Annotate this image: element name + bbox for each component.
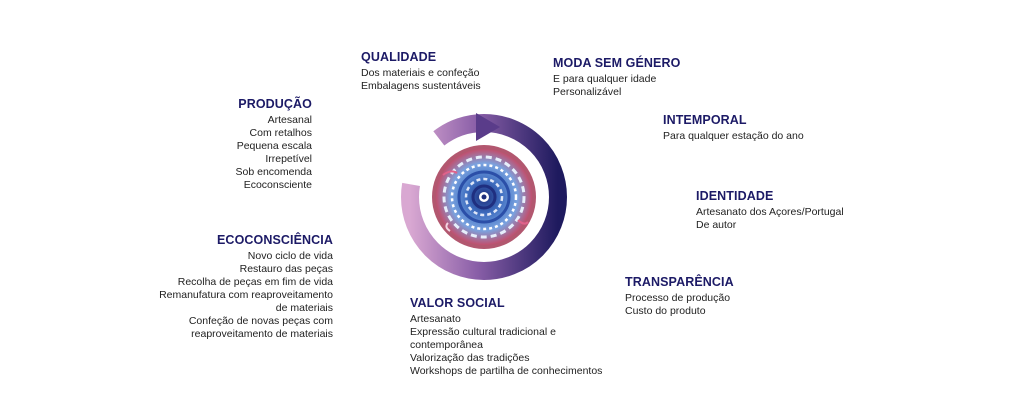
identidade-line: Artesanato dos Açores/Portugal [696, 206, 844, 218]
transparencia-line: Processo de produção [625, 292, 731, 304]
block-qualidade: QUALIDADE Dos materiais e confeção Embal… [361, 50, 481, 93]
qualidade-line: Dos materiais e confeção [361, 67, 480, 79]
block-valor-social: VALOR SOCIAL Artesanato Expressão cultur… [410, 296, 602, 378]
ecoconsciencia-line: Recolha de peças em fim de vida [177, 276, 333, 288]
valor-social-title: VALOR SOCIAL [410, 296, 505, 310]
transparencia-title: TRANSPARÊNCIA [625, 275, 734, 289]
producao-line: Irrepetível [265, 153, 312, 165]
qualidade-line: Embalagens sustentáveis [361, 80, 481, 92]
ecoconsciencia-line: reaproveitamento de materiais [191, 328, 333, 340]
valor-social-line: Expressão cultural tradicional e [410, 326, 556, 338]
producao-line: Com retalhos [249, 127, 312, 139]
block-moda-sem-genero: MODA SEM GÉNERO E para qualquer idade Pe… [553, 56, 680, 99]
identidade-title: IDENTIDADE [696, 189, 774, 203]
block-transparencia: TRANSPARÊNCIA Processo de produção Custo… [625, 275, 734, 318]
ecoconsciencia-line: Confeção de novas peças com [188, 315, 333, 327]
ecoconsciencia-line: Remanufatura com reaproveitamento [159, 289, 333, 301]
woven-rug-icon [432, 145, 536, 249]
valor-social-line: contemporânea [410, 339, 483, 351]
block-producao: PRODUÇÃO Artesanal Com retalhos Pequena … [236, 97, 312, 192]
ecoconsciencia-line: de materiais [275, 302, 333, 314]
block-identidade: IDENTIDADE Artesanato dos Açores/Portuga… [696, 189, 844, 232]
moda-line: E para qualquer idade [553, 73, 657, 85]
intemporal-title: INTEMPORAL [663, 113, 747, 127]
moda-line: Personalizável [553, 86, 622, 98]
valor-social-line: Artesanato [410, 313, 461, 325]
identidade-line: De autor [696, 219, 737, 231]
ecoconsciencia-line: Novo ciclo de vida [247, 250, 333, 262]
ecoconsciencia-title: ECOCONSCIÊNCIA [217, 233, 333, 247]
block-ecoconsciencia: ECOCONSCIÊNCIA Novo ciclo de vida Restau… [159, 233, 333, 341]
arrow-head-icon [476, 113, 500, 141]
transparencia-line: Custo do produto [625, 305, 706, 317]
producao-title: PRODUÇÃO [238, 97, 312, 111]
valor-social-line: Valorização das tradições [410, 352, 530, 364]
ecoconsciencia-line: Restauro das peças [239, 263, 333, 275]
intemporal-line: Para qualquer estação do ano [663, 130, 804, 142]
qualidade-title: QUALIDADE [361, 50, 437, 64]
cycle-arrow-icon [401, 113, 567, 280]
cycle-diagram [388, 105, 580, 285]
block-intemporal: INTEMPORAL Para qualquer estação do ano [663, 113, 804, 143]
producao-line: Ecoconsciente [243, 179, 312, 191]
producao-line: Sob encomenda [235, 166, 312, 178]
producao-line: Artesanal [267, 114, 312, 126]
producao-line: Pequena escala [236, 140, 312, 152]
moda-title: MODA SEM GÉNERO [553, 56, 681, 70]
valor-social-line: Workshops de partilha de conhecimentos [410, 365, 603, 377]
